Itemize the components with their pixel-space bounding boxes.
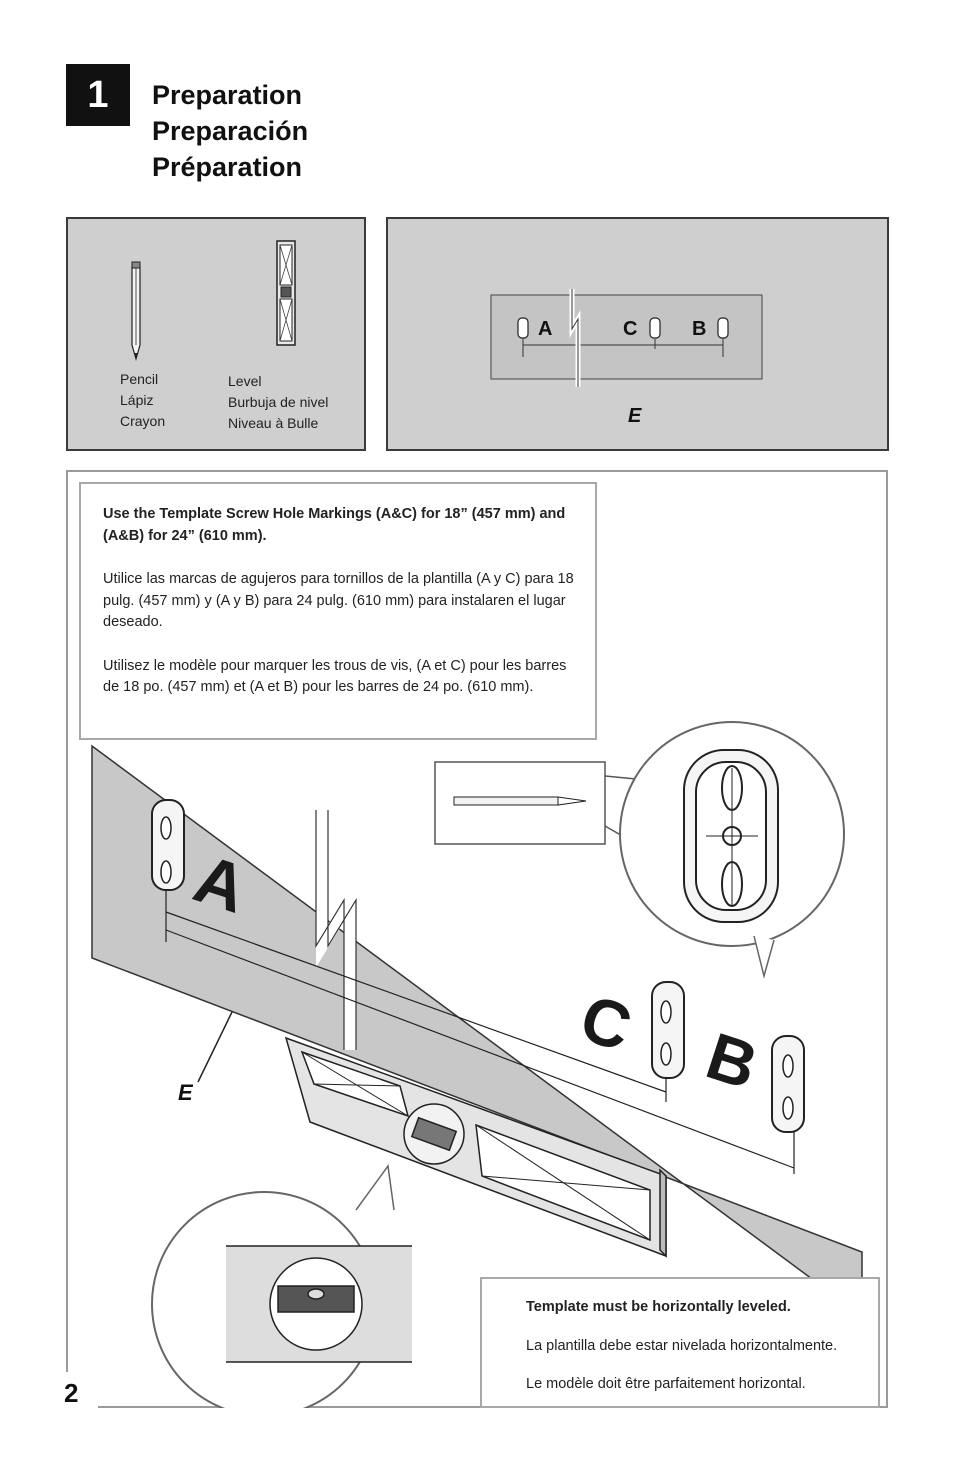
overview-template-label: E [628, 405, 642, 427]
mark-c: C [572, 980, 640, 1065]
level-note-spanish: La plantilla debe estar nivelada horizon… [526, 1337, 838, 1354]
title-spanish: Preparación [152, 116, 309, 146]
pencil-icon [131, 261, 141, 362]
level-note-french: Le modèle doit être parfaitement horizon… [526, 1376, 806, 1392]
screw-hole-icon [517, 317, 729, 339]
screw-hole-zoom-icon [683, 749, 779, 923]
level-label: Level Burbuja de nivel Niveau à Bulle [228, 373, 329, 431]
level-icon [276, 240, 296, 346]
title-english: Preparation [152, 80, 303, 110]
level-note-english: Template must be horizontally leveled. [526, 1299, 791, 1315]
template-overview-panel: A C B E [386, 217, 889, 451]
screw-hole-icon [151, 799, 805, 1133]
pencil-icon [453, 796, 587, 806]
template-overview-diagram: A C B E [490, 289, 763, 427]
step-number: 1 [87, 73, 109, 116]
template-leveling-diagram: A C B E [91, 721, 863, 1408]
template-sheet [91, 744, 863, 1318]
overview-mark-b: B [692, 318, 706, 340]
step-number-badge: 1 [66, 64, 130, 126]
tools-panel: Pencil Lápiz Crayon Level Burbuja de niv… [66, 217, 366, 451]
title-french: Préparation [152, 152, 303, 182]
instruction-spanish: Utilice las marcas de agujeros para torn… [103, 571, 574, 630]
bubble-vial-zoom [226, 1245, 412, 1363]
instruction-box: Use the Template Screw Hole Markings (A&… [79, 482, 597, 740]
template-label-e: E [178, 1080, 194, 1105]
mark-b: B [698, 1018, 766, 1103]
level-note-box: Template must be horizontally leveled. L… [480, 1277, 880, 1408]
instruction-french: Utilisez le modèle pour marquer les trou… [103, 657, 567, 696]
page-number-cutout [58, 1372, 98, 1412]
overview-mark-c: C [623, 318, 637, 340]
instruction-english: Use the Template Screw Hole Markings (A&… [103, 506, 566, 544]
page-number: 2 [64, 1378, 79, 1408]
pencil-label: Pencil Lápiz Crayon [120, 371, 166, 429]
overview-mark-a: A [538, 318, 552, 340]
level-tool [284, 1036, 667, 1258]
